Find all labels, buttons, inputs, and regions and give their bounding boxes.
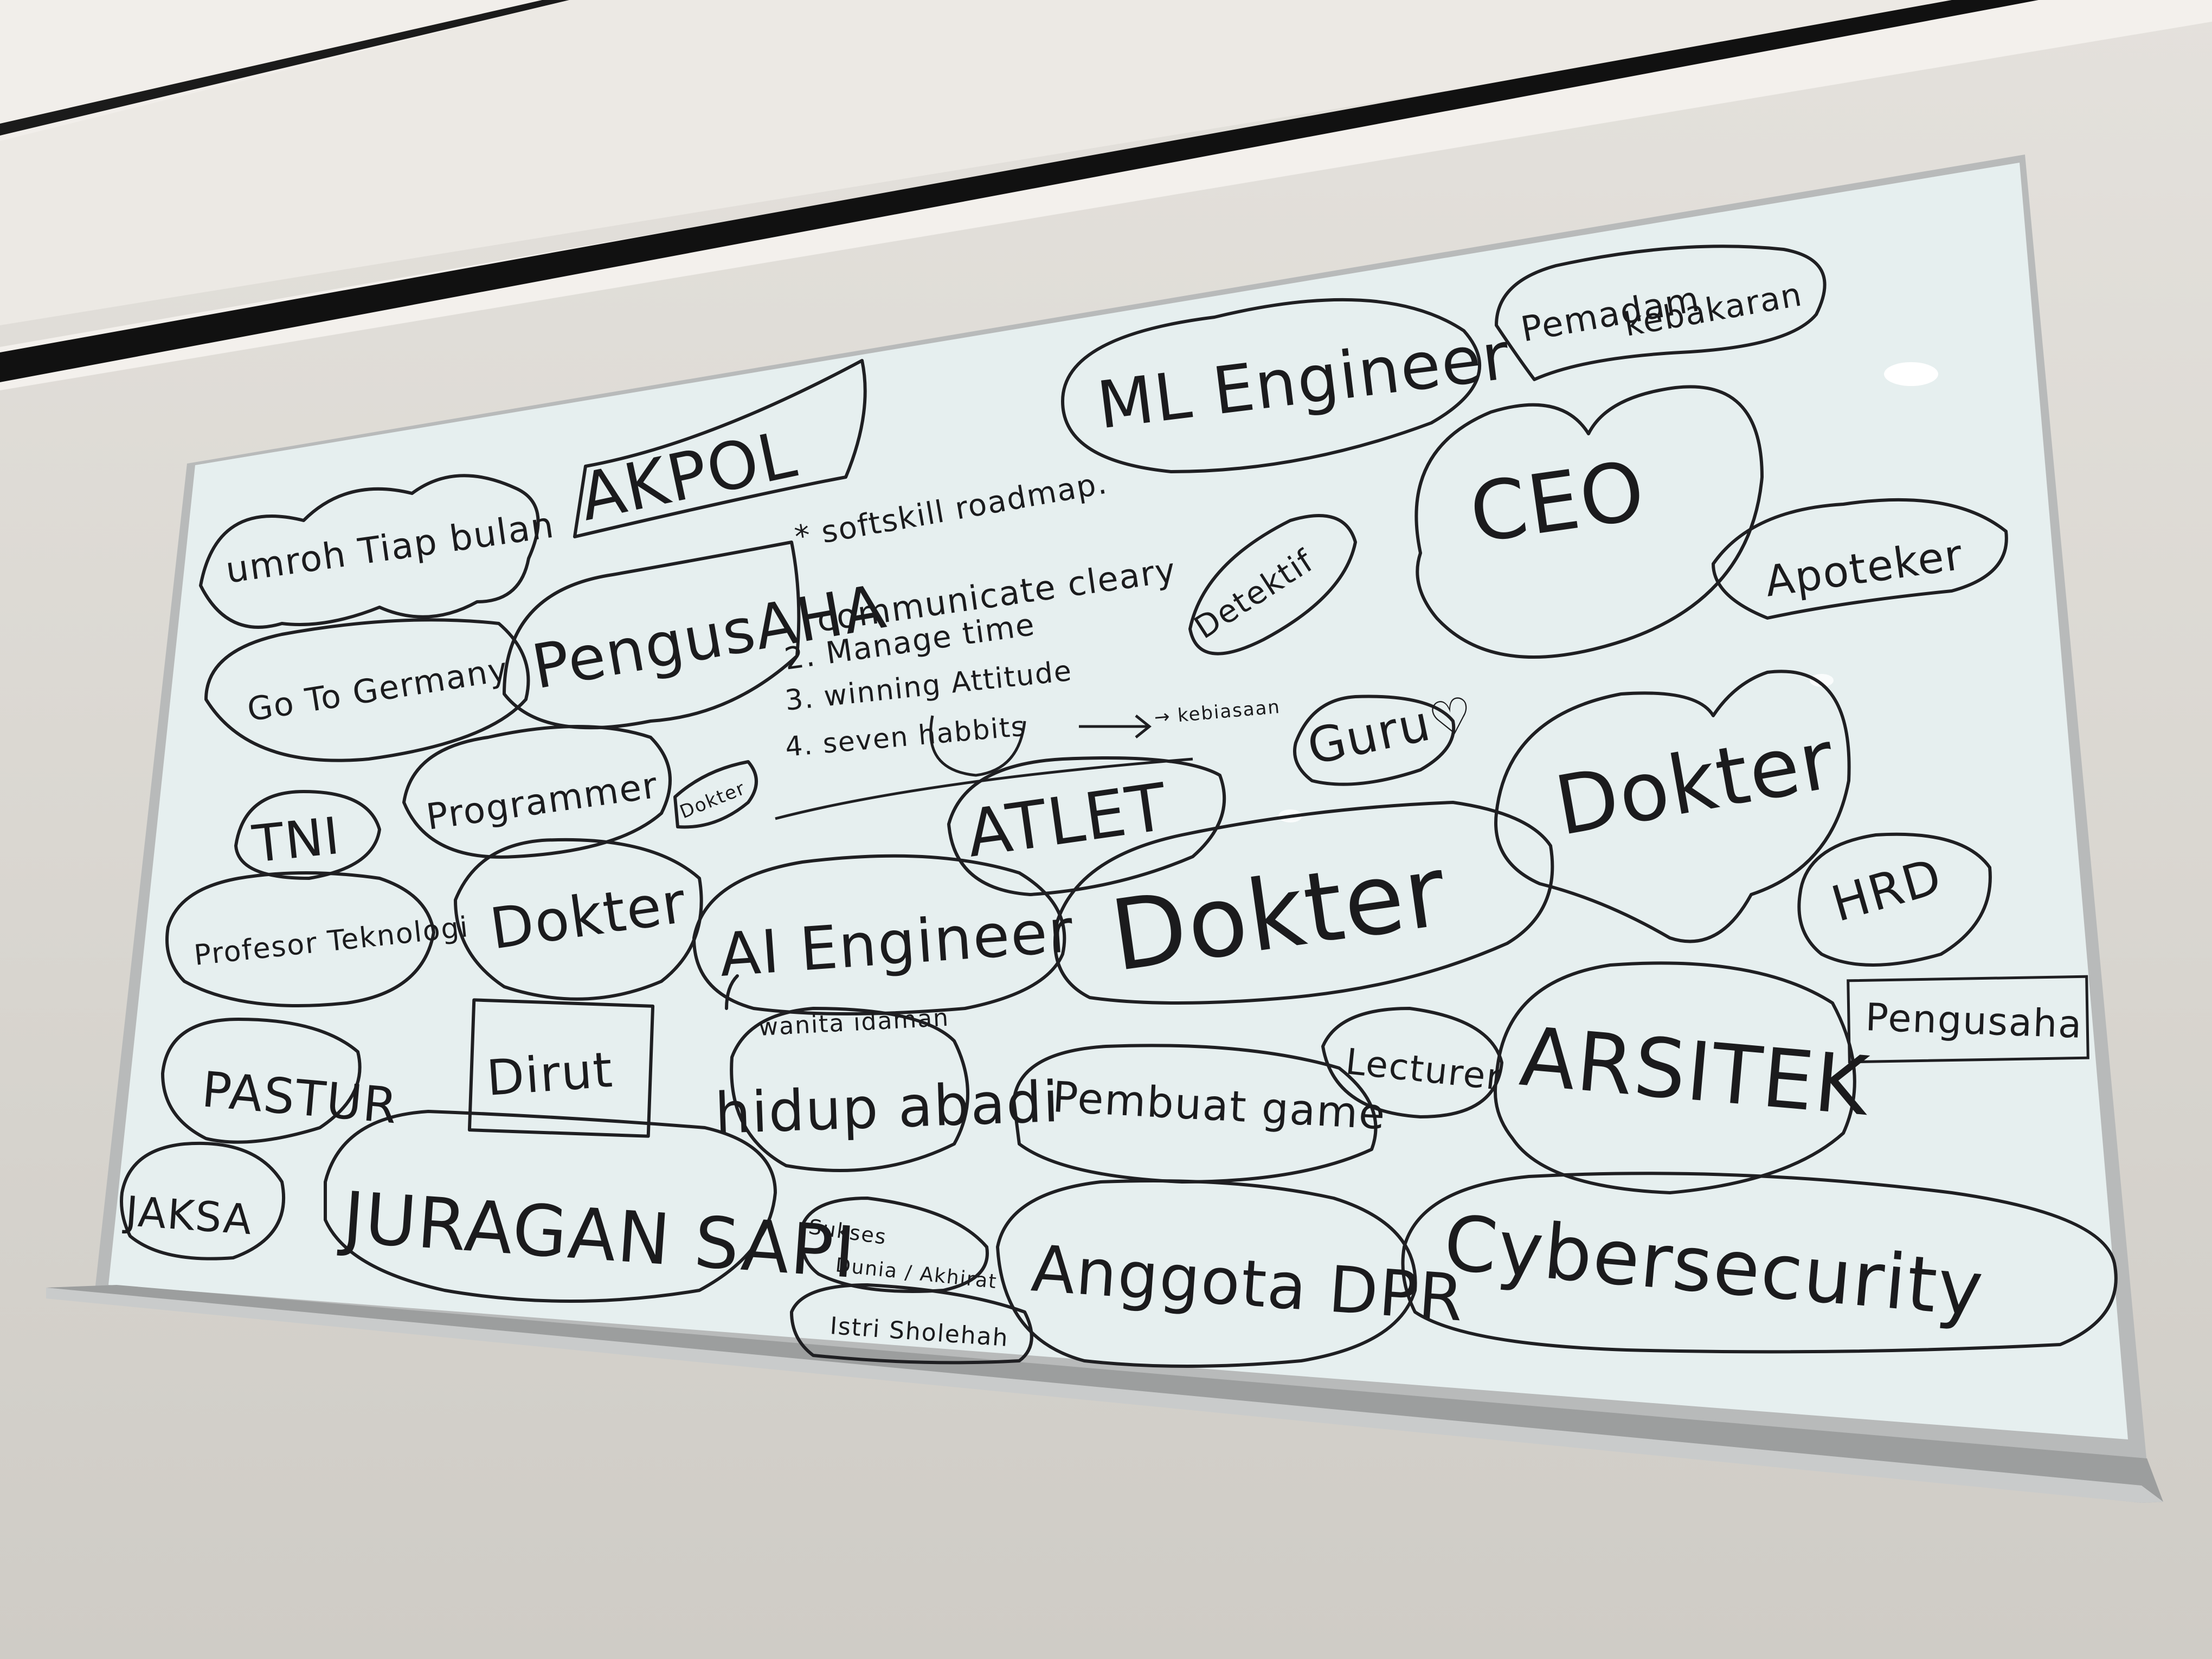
istri-bubble [790,1283,1033,1365]
pastur-bubble [161,1018,362,1144]
roadmap-underline [775,757,1193,820]
apoteker-bubble [1712,498,2008,620]
guru-bubble [1293,695,1456,786]
pengusaha2-box [1847,975,2089,1064]
dokter3-bubble [1053,801,1554,1005]
ceiling-and-screen-housing [0,0,2212,390]
arsitek-bubble [1494,961,1856,1194]
cybersecurity-bubble [1401,1172,2118,1354]
pembuat-game-bubble [1012,1044,1378,1184]
dirut-box [467,998,655,1138]
dirut-text: Dirut [485,1041,615,1107]
atlet-bubble [947,756,1226,896]
hrd-bubble [1797,832,1992,967]
jaksa-bubble [120,1141,286,1261]
dpr-bubble [996,1179,1417,1368]
detektif-bubble [1188,514,1357,655]
umroh-bubble [199,474,540,629]
hidup-text: hidup abadi [714,1069,1061,1147]
pengusaha-bubble [503,541,801,730]
habbits-circle [929,715,1026,777]
pengusaha2-text: Pengusaha [1864,995,2083,1047]
light-reflection [1884,362,1938,386]
hidup-bubble [730,1007,969,1172]
lecturer-bubble [1321,1007,1503,1118]
tni-text: TNI [249,807,343,874]
arrow-icon [1079,715,1152,738]
sukses-bubble [800,1197,989,1293]
dokter-small-bubble [673,760,758,829]
akpol-bubble [573,359,867,538]
germany-bubble [204,618,530,762]
juragan-bubble [324,1110,777,1303]
ml-engineer-bubble [1061,298,1482,473]
profesor-bubble [165,871,435,1007]
ai-engineer-bubble [692,854,1066,1015]
jaksa-text: JAKSA [122,1187,254,1244]
dokter4-heart [1494,670,1851,943]
ceo-heart [1414,385,1764,659]
pemadam-bubble [1495,245,1827,381]
